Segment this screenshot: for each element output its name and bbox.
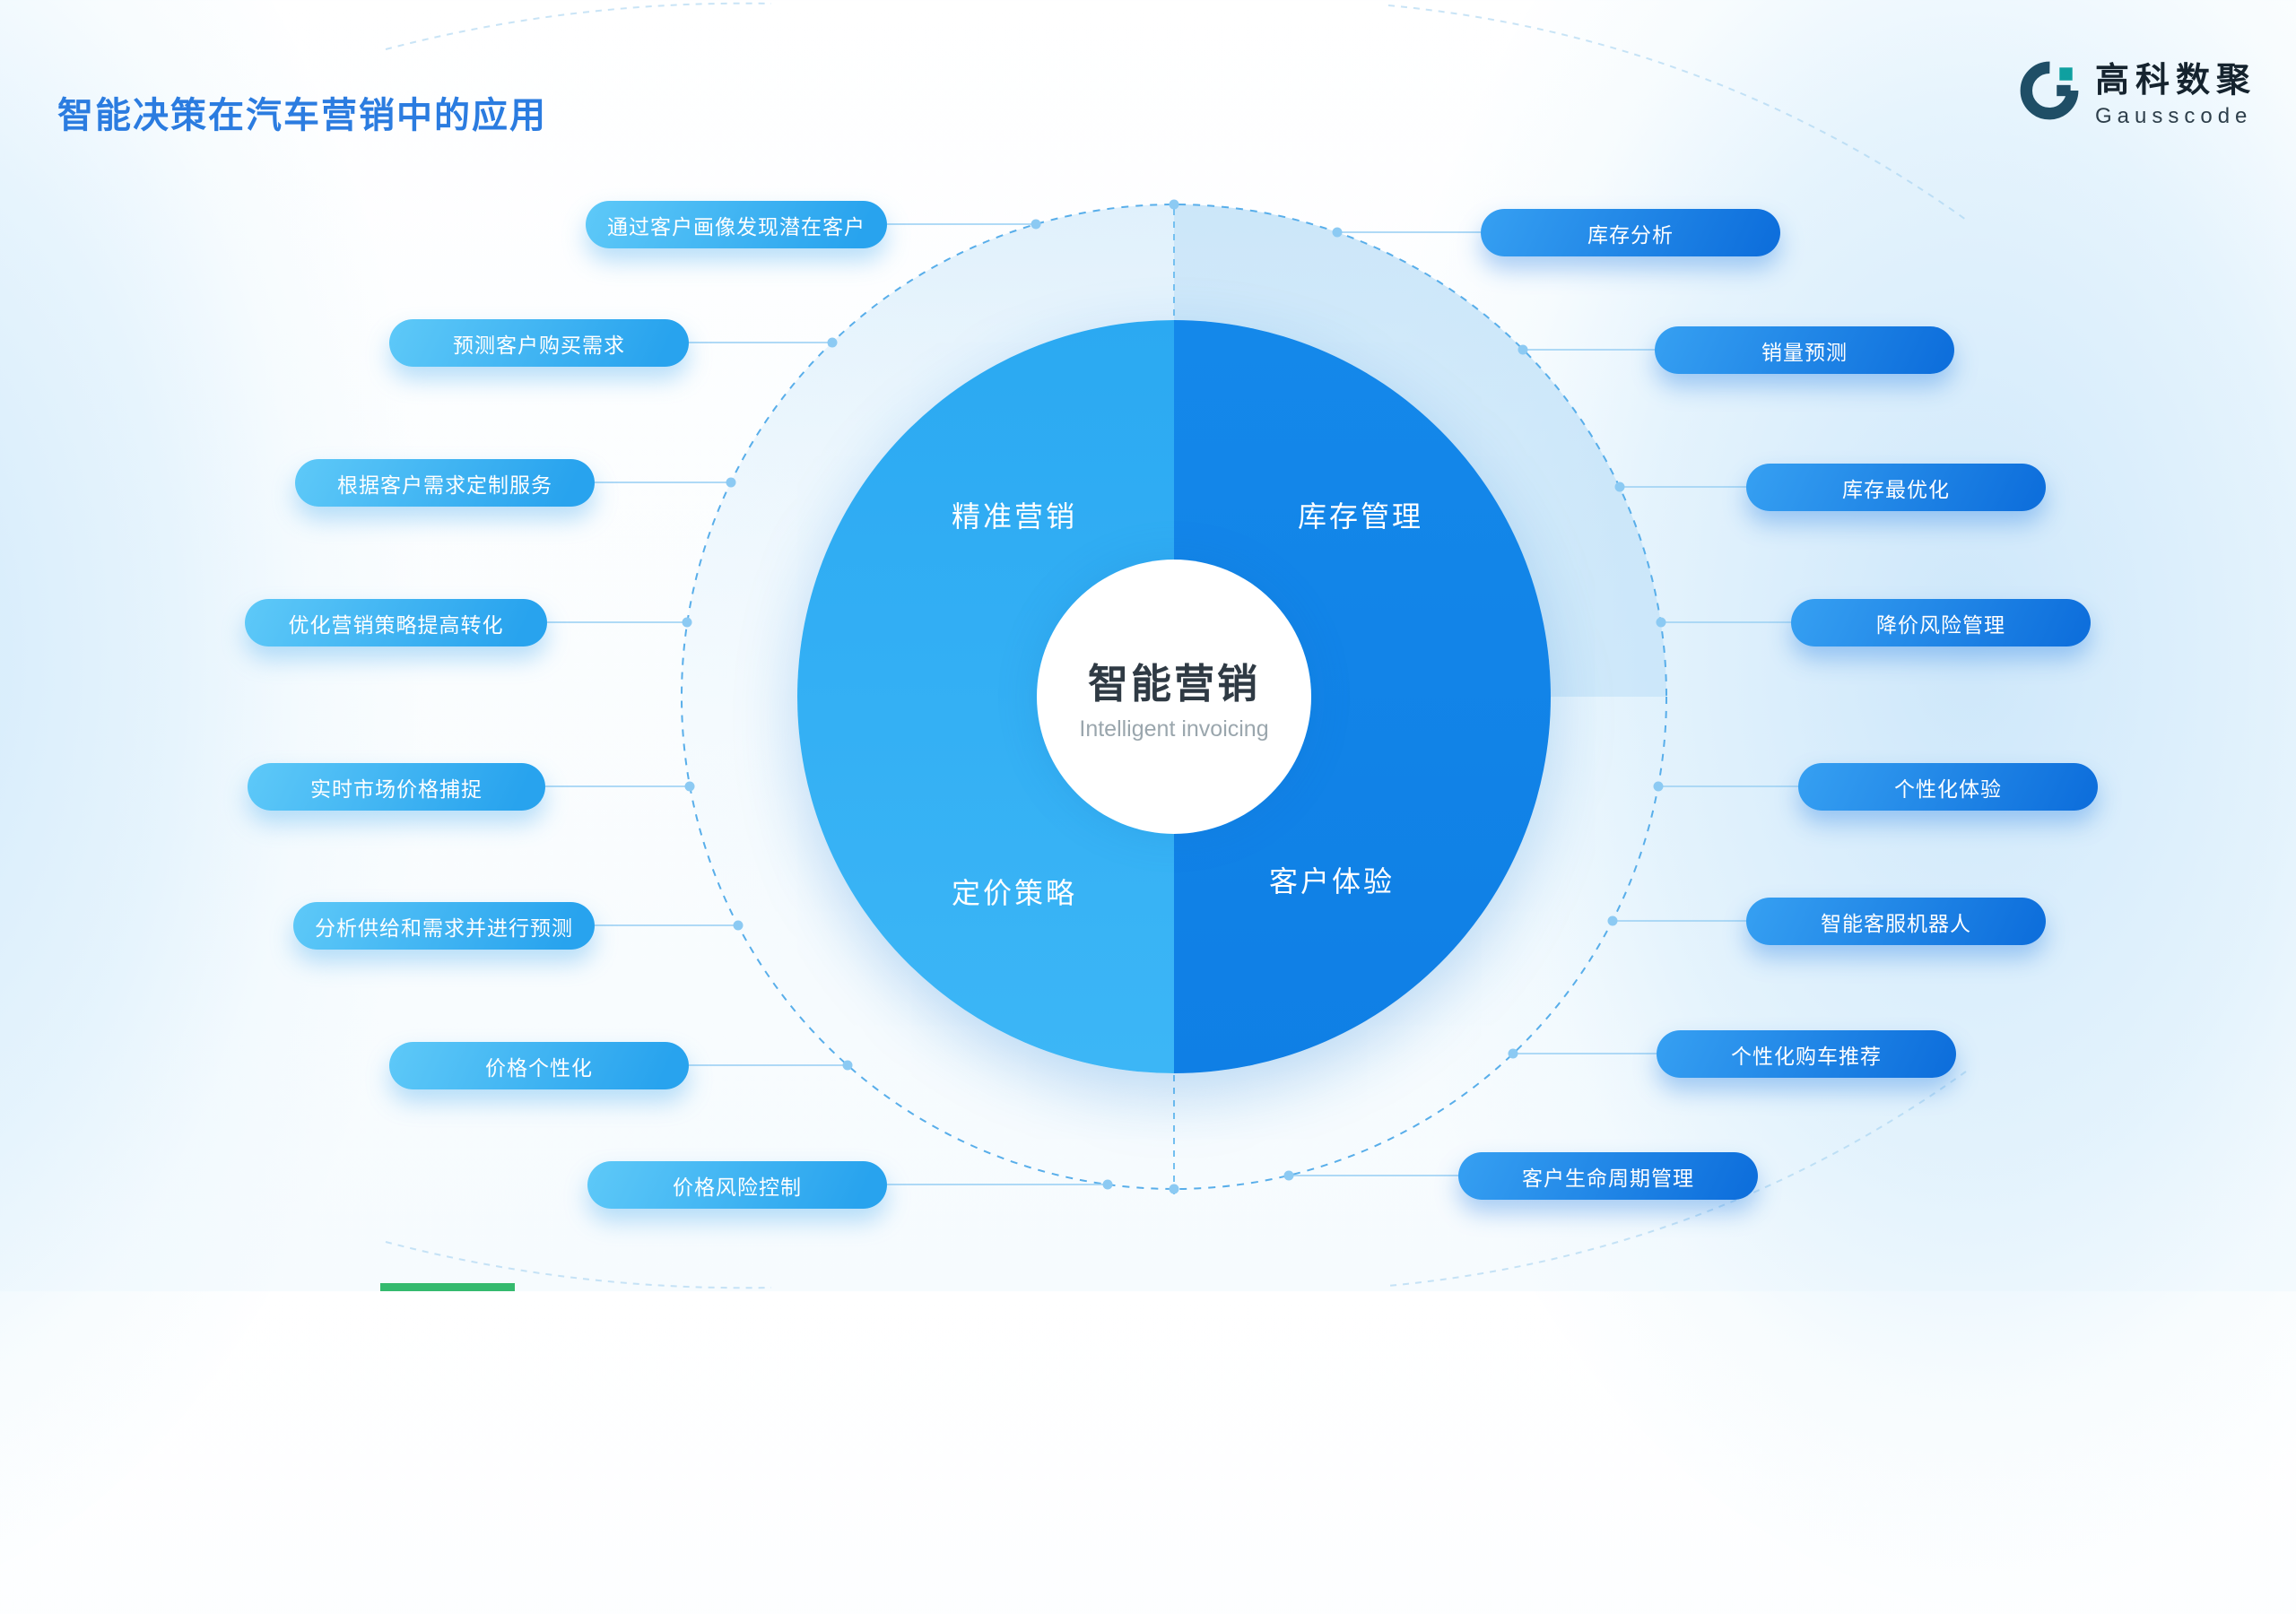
page-title: 智能决策在汽车营销中的应用 — [57, 96, 547, 135]
pill-supply-demand-forecast: 分析供给和需求并进行预测 — [293, 902, 595, 950]
logo-text: 高科数聚 Gausscode — [2095, 52, 2257, 129]
connector-dot — [733, 920, 744, 931]
pill-price-personalization: 价格个性化 — [389, 1042, 689, 1089]
bottom-accent-bar — [380, 1283, 515, 1291]
gausscode-logo: 高科数聚 Gausscode — [2016, 52, 2257, 129]
pill-customer-profiling: 通过客户画像发现潜在客户 — [586, 201, 887, 248]
quadrant-label-precision-marketing: 精准营销 — [951, 500, 1078, 533]
center-hub: 智能营销 Intelligent invoicing — [1037, 560, 1311, 834]
connector-dot — [1169, 1184, 1179, 1194]
quadrant-label-customer-experience: 客户体验 — [1268, 865, 1396, 898]
connector-dot — [1332, 227, 1343, 238]
center-subtitle: Intelligent invoicing — [1079, 716, 1269, 742]
pill-inventory-optimization: 库存最优化 — [1746, 464, 2046, 511]
pill-personalized-car-recommendation: 个性化购车推荐 — [1657, 1030, 1956, 1078]
pill-smart-service-bot: 智能客服机器人 — [1746, 898, 2046, 945]
connector-dot — [1656, 617, 1666, 628]
center-title: 智能营销 — [1087, 661, 1260, 707]
connector-dot — [1031, 219, 1041, 230]
connector-dot — [1283, 1170, 1294, 1181]
quadrant-label-inventory-management: 库存管理 — [1297, 500, 1424, 533]
connector-dot — [726, 477, 736, 488]
connector-dot — [682, 617, 692, 628]
donut-chart: 精准营销 库存管理 定价策略 客户体验 智能营销 Intelligent inv… — [797, 320, 1551, 1073]
background-arc — [1387, 4, 1967, 221]
pill-customized-service: 根据客户需求定制服务 — [295, 459, 595, 507]
logo-subtitle: Gausscode — [2094, 104, 2253, 128]
pill-customer-lifecycle-management: 客户生命周期管理 — [1458, 1152, 1758, 1200]
quadrant-label-pricing-strategy: 定价策略 — [951, 877, 1078, 909]
connector-dot — [1102, 1179, 1113, 1190]
connector-dot — [1169, 199, 1179, 210]
connector-dot — [684, 781, 695, 792]
pill-predict-purchase-demand: 预测客户购买需求 — [389, 319, 689, 367]
gausscode-logo-icon — [2020, 61, 2079, 120]
pill-optimize-marketing-strategy: 优化营销策略提高转化 — [245, 599, 547, 646]
connector-dot — [1653, 781, 1664, 792]
pill-markdown-risk-management: 降价风险管理 — [1791, 599, 2091, 646]
pill-sales-forecast: 销量预测 — [1655, 326, 1954, 374]
connector-dot — [1614, 482, 1625, 492]
background-arc — [385, 2, 772, 50]
pill-realtime-price-capture: 实时市场价格捕捉 — [248, 763, 545, 811]
pill-price-risk-control: 价格风险控制 — [587, 1161, 887, 1209]
logo-name: 高科数聚 — [2094, 62, 2257, 100]
pill-personalized-experience: 个性化体验 — [1798, 763, 2098, 811]
background-arc — [385, 1241, 772, 1289]
pill-inventory-analysis: 库存分析 — [1481, 209, 1780, 256]
connector-dot — [1607, 915, 1618, 926]
